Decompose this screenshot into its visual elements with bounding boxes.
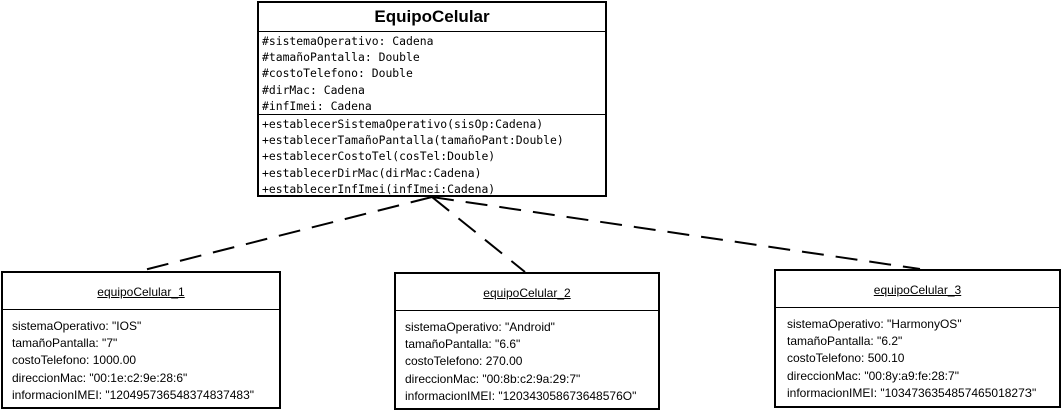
- object-field: informacionIMEI: "103473635485746501827З…: [787, 385, 1037, 400]
- class-method: +establecerTamañoPantalla(tamañoPant:Dou…: [262, 133, 564, 148]
- object-fields: sistemaOperativo: "IOS" tamañoPantalla: …: [3, 310, 279, 404]
- object-name: equipoCelular_3: [776, 271, 1059, 308]
- object-field: sistemaOperativo: "HarmonyOS": [787, 317, 962, 331]
- object-field: direccionMac: "00:8b:c2:9a:29:7": [405, 371, 581, 386]
- object-field: sistemaOperativo: "IOS": [12, 319, 142, 333]
- object-field: informacionIMEI: "120343058673648576O": [405, 388, 637, 403]
- class-box: EquipoCelular #sistemaOperativo: Cadena …: [257, 1, 607, 197]
- object-fields: sistemaOperativo: "Android" tamañoPantal…: [396, 311, 658, 405]
- class-method: +establecerCostoTel(cosTel:Double): [262, 149, 496, 164]
- connector-object-3: [431, 196, 921, 270]
- object-box-2: equipoCelular_2 sistemaOperativo: "Andro…: [394, 272, 660, 410]
- object-name: equipoCelular_1: [3, 273, 279, 310]
- object-name: equipoCelular_2: [396, 274, 658, 311]
- object-fields: sistemaOperativo: "HarmonyOS" tamañoPant…: [776, 308, 1059, 402]
- object-box-3: equipoCelular_3 sistemaOperativo: "Harmo…: [774, 269, 1061, 408]
- connector-object-1: [139, 196, 433, 272]
- class-methods: +establecerSistemaOperativo(sisOp:Cadena…: [259, 115, 605, 197]
- object-field: tamañoPantalla: "7": [12, 336, 118, 351]
- class-attribute: #tamañoPantalla: Double: [262, 50, 420, 65]
- class-attribute: #sistemaOperativo: Cadena: [262, 34, 434, 48]
- object-field: direccionMac: "00:8y:a9:fe:28:7": [787, 368, 959, 383]
- object-field: tamañoPantalla: "6.6": [405, 337, 521, 352]
- object-field: tamañoPantalla: "6.2": [787, 334, 903, 349]
- object-box-1: equipoCelular_1 sistemaOperativo: "IOS" …: [1, 271, 281, 409]
- class-attribute: #dirMac: Cadena: [262, 82, 365, 97]
- connector-object-2: [431, 196, 526, 273]
- object-field: costoTelefono: 500.10: [787, 351, 905, 366]
- object-field: costoTelefono: 270.00: [405, 354, 523, 369]
- class-name: EquipoCelular: [259, 3, 605, 32]
- object-field: direccionMac: "00:1e:c2:9e:28:6": [12, 370, 188, 385]
- class-attribute: #costoTelefono: Double: [262, 66, 413, 81]
- class-attributes: #sistemaOperativo: Cadena #tamañoPantall…: [259, 32, 605, 115]
- object-field: costoTelefono: 1000.00: [12, 353, 137, 368]
- class-attribute: #infImei: Cadena: [262, 98, 372, 113]
- class-method: +establecerSistemaOperativo(sisOp:Cadena…: [262, 117, 544, 131]
- object-field: informacionIMEI: "120495736548374837483": [12, 387, 255, 402]
- object-field: sistemaOperativo: "Android": [405, 320, 555, 334]
- class-method: +establecerInfImei(infImei:Cadena): [262, 181, 496, 196]
- class-method: +establecerDirMac(dirMac:Cadena): [262, 165, 482, 180]
